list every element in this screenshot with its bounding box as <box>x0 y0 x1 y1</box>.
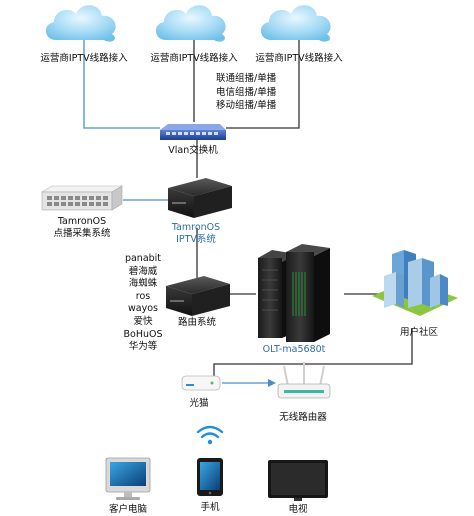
cloud-label-1: 运营商IPTV线路接入 <box>40 53 128 64</box>
multicast-notes: 联通组播/单播 电信组播/单播 移动组播/单播 <box>216 72 276 113</box>
router-brand: 爱快 <box>133 315 153 327</box>
router-label: 路由系统 <box>177 317 217 328</box>
wifi-icon <box>196 425 224 445</box>
multicast-note-unicom: 联通组播/单播 <box>216 73 277 84</box>
collector-label-line2: 点播采集系统 <box>53 228 111 239</box>
collector-label-line1: TamronOS <box>57 216 107 227</box>
multicast-note-telecom: 电信组播/单播 <box>216 86 277 98</box>
iptv-system-label-line2: IPTV系统 <box>176 234 216 245</box>
wireless-router-label: 无线路由器 <box>279 412 327 423</box>
router-brand: 华为等 <box>128 341 158 353</box>
cloud-1 <box>45 5 116 42</box>
line-cloud1-to-switch <box>83 38 160 129</box>
router-brand-list: panabit 碧海威 海蜘蛛 ros wayos 爱快 BoHuOS 华为等 <box>123 253 162 354</box>
cloud-label-3: 运营商IPTV线路接入 <box>255 53 343 64</box>
cloud-2 <box>155 5 226 42</box>
olt-cabinet-icon <box>258 244 330 342</box>
vlan-switch-icon <box>160 124 226 140</box>
router-brand: wayos <box>128 303 158 315</box>
line-cloud3-to-switch <box>226 40 300 129</box>
router-brand: ros <box>135 290 151 302</box>
olt-label: OLT-ma5680t <box>262 344 326 355</box>
router-brand: 海蜘蛛 <box>128 278 158 290</box>
cloud-group <box>45 5 331 42</box>
multicast-note-mobile: 移动组播/单播 <box>216 100 277 111</box>
arrowhead <box>268 379 276 387</box>
collector-label: TamronOS 点播采集系统 <box>53 216 110 240</box>
connection-lines <box>83 38 413 387</box>
device-label-pc: 客户电脑 <box>108 504 148 515</box>
cloud-3 <box>260 5 331 42</box>
iptv-server-box-icon <box>168 178 232 218</box>
cloud-label-2: 运营商IPTV线路接入 <box>150 53 238 64</box>
community-label: 用户社区 <box>399 327 439 338</box>
wireless-router-icon <box>277 362 331 399</box>
router-brand: BoHuOS <box>123 328 163 340</box>
mobile-phone-icon <box>197 458 223 496</box>
iptv-system-label: TamronOS IPTV系统 <box>172 222 220 246</box>
device-label-phone: 手机 <box>200 502 220 513</box>
television-icon <box>268 460 328 501</box>
iptv-system-label-line1: TamronOS <box>171 222 221 233</box>
optical-modem-label: 光猫 <box>189 398 209 409</box>
desktop-computer-icon <box>105 457 151 500</box>
router-server-box-icon <box>166 276 230 316</box>
router-brand: 碧海威 <box>128 265 158 277</box>
line-community-to-modem <box>213 328 413 378</box>
vlan-switch-label: Vlan交换机 <box>168 145 218 156</box>
community-buildings-icon <box>372 250 458 316</box>
optical-modem-icon <box>181 375 221 391</box>
router-brand: panabit <box>124 253 162 264</box>
rack-server-icon <box>40 185 124 211</box>
device-label-tv: 电视 <box>288 504 308 515</box>
